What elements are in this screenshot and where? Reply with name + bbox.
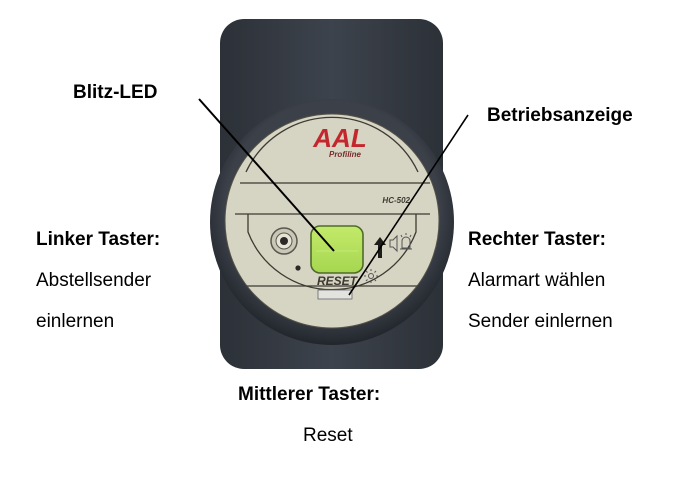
callout-betriebsanzeige-title: Betriebsanzeige: [487, 105, 633, 126]
leader-line-blitz-led: [198, 98, 335, 252]
callout-linker-taster-title: Linker Taster:: [36, 229, 161, 250]
callout-rechter-taster-line2: Sender einlernen: [468, 311, 613, 332]
callout-linker-taster-line2: einlernen: [36, 311, 115, 332]
brand-sub: Profiline: [329, 150, 362, 159]
left-button[interactable]: [270, 227, 298, 255]
leader-line-betriebsanzeige: [348, 114, 469, 296]
callout-mittlerer-taster-title: Mittlerer Taster:: [238, 384, 381, 405]
device-face: [224, 113, 440, 329]
callout-rechter-taster-title: Rechter Taster:: [468, 229, 606, 250]
status-indicator-bar: [317, 289, 353, 300]
callout-mittlerer-taster-line1: Reset: [303, 425, 353, 446]
callout-rechter-taster-line1: Alarmart wählen: [468, 270, 606, 291]
blitz-led[interactable]: [310, 225, 364, 274]
dot-indicator-icon: [295, 265, 301, 271]
reset-label: RESET: [317, 274, 359, 288]
light-icon: [364, 269, 378, 283]
callout-linker-taster-line1: Abstellsender: [36, 270, 152, 291]
speaker-icon: [389, 234, 398, 253]
brand-logo: AAL: [312, 123, 366, 153]
model-label: HC-502: [382, 196, 410, 205]
siren-icon: [400, 233, 412, 250]
callout-blitz-led-title: Blitz-LED: [73, 82, 158, 103]
